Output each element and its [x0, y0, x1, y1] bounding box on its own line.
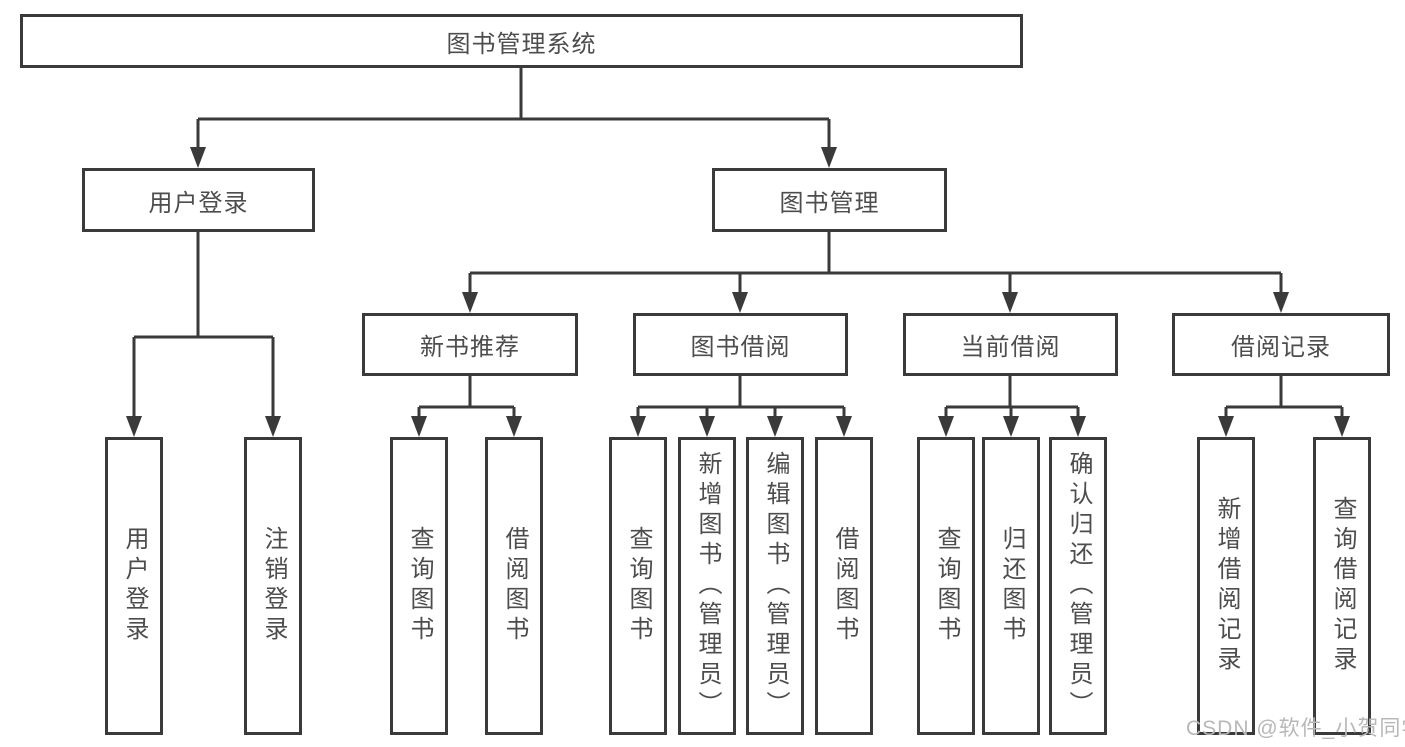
leaf-cb-return-books-label: 归还图书: [998, 526, 1025, 646]
node-borrow-records: 借阅记录: [1172, 313, 1390, 376]
leaf-bb-add-books-admin: 新增图书（管理员）: [678, 437, 736, 735]
leaf-user-login-label: 用户登录: [121, 526, 148, 646]
node-library-system-label: 图书管理系统: [446, 30, 597, 58]
csdn-watermark: CSDN @软件_小贺同学: [1186, 717, 1405, 740]
leaf-cb-return-books: 归还图书: [982, 437, 1040, 735]
node-user-login: 用户登录: [82, 168, 315, 232]
leaf-br-query-record: 查询借阅记录: [1313, 437, 1371, 735]
leaf-cb-query-books: 查询图书: [917, 437, 975, 735]
leaf-nb-borrow-books-label: 借阅图书: [501, 526, 528, 646]
node-new-book-recommend-label: 新书推荐: [420, 334, 520, 361]
leaf-cb-confirm-return-admin: 确认归还（管理员）: [1049, 437, 1107, 735]
leaf-br-add-record-label: 新增借阅记录: [1213, 496, 1240, 676]
connector-new-books-to-leaves: [411, 376, 522, 437]
leaf-cb-query-books-label: 查询图书: [933, 526, 960, 646]
connector-borrow-records-to-leaves: [1218, 376, 1350, 437]
node-book-management: 图书管理: [712, 168, 947, 232]
node-book-borrow-label: 图书借阅: [690, 334, 791, 361]
leaf-logout: 注销登录: [244, 437, 302, 735]
leaf-bb-query-books: 查询图书: [609, 437, 667, 735]
connector-book-borrow-to-leaves: [630, 376, 852, 437]
leaf-bb-borrow-books: 借阅图书: [815, 437, 873, 735]
leaf-user-login: 用户登录: [105, 437, 163, 735]
leaf-bb-add-books-admin-label: 新增图书（管理员）: [694, 451, 721, 721]
node-borrow-records-label: 借阅记录: [1231, 334, 1331, 361]
leaf-bb-query-books-label: 查询图书: [625, 526, 652, 646]
connector-book-mgmt-to-level3: [462, 232, 1289, 313]
leaf-cb-confirm-return-admin-label: 确认归还（管理员）: [1065, 451, 1092, 721]
leaf-nb-query-books: 查询图书: [390, 437, 448, 735]
node-current-borrow-label: 当前借阅: [960, 334, 1061, 361]
node-library-system: 图书管理系统: [20, 14, 1023, 68]
connector-user-login-to-leaves: [126, 232, 281, 437]
node-user-login-label: 用户登录: [148, 189, 249, 217]
node-book-management-label: 图书管理: [779, 189, 880, 217]
node-book-borrow: 图书借阅: [633, 313, 848, 376]
node-new-book-recommend: 新书推荐: [362, 313, 578, 376]
leaf-logout-label: 注销登录: [260, 526, 287, 646]
leaf-nb-query-books-label: 查询图书: [406, 526, 433, 646]
node-current-borrow: 当前借阅: [903, 313, 1118, 376]
leaf-bb-edit-books-admin: 编辑图书（管理员）: [746, 437, 804, 735]
connector-root-to-level2: [190, 68, 837, 168]
leaf-br-query-record-label: 查询借阅记录: [1329, 496, 1356, 676]
leaf-br-add-record: 新增借阅记录: [1197, 437, 1255, 735]
leaf-bb-edit-books-admin-label: 编辑图书（管理员）: [762, 451, 789, 721]
leaf-nb-borrow-books: 借阅图书: [485, 437, 543, 735]
leaf-bb-borrow-books-label: 借阅图书: [831, 526, 858, 646]
connector-current-borrow-to-leaves: [938, 376, 1086, 437]
